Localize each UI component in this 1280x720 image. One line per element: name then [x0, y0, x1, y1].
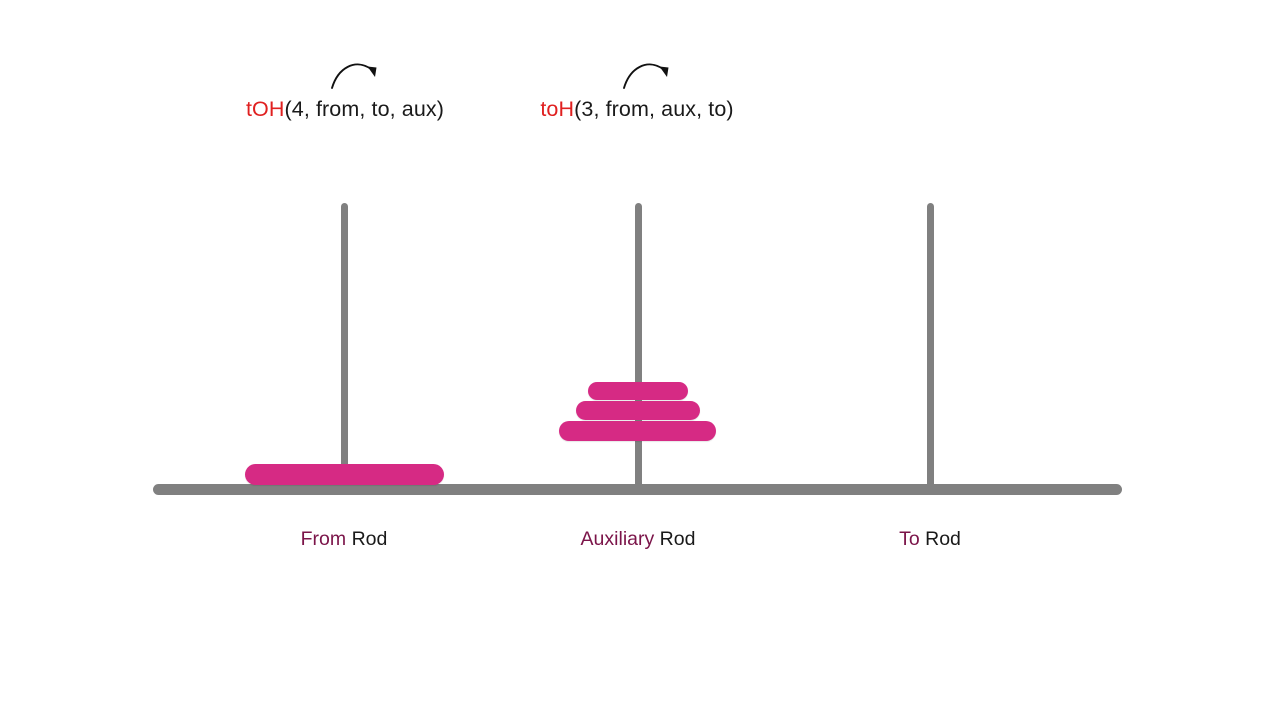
rod-auxiliary	[634, 203, 642, 491]
disk-4	[245, 464, 444, 485]
disk-1	[588, 382, 688, 400]
rod-caption-auxiliary: Auxiliary Rod	[581, 528, 696, 551]
rod-caption-suffix-to: Rod	[919, 528, 961, 550]
call-function-name-0: tOH	[245, 97, 285, 121]
rod-caption-suffix-auxiliary: Rod	[654, 528, 696, 550]
call-function-name-1: toH	[540, 97, 575, 121]
disk-2	[576, 401, 700, 420]
call-function-args-1: (3, from, aux, to)	[574, 97, 734, 121]
disk-3	[559, 421, 716, 441]
rod-caption-key-from: From	[300, 528, 347, 550]
rod-caption-key-to: To	[899, 528, 920, 550]
rod-caption-from: From Rod	[301, 528, 388, 551]
call-label-0: tOH(4, from, to, aux)	[246, 97, 444, 122]
call-function-args-0: (4, from, to, aux)	[284, 97, 445, 121]
rod-from	[340, 203, 348, 491]
rod-caption-to: To Rod	[899, 528, 961, 551]
curved-arrow-right-icon	[329, 55, 385, 96]
rod-caption-suffix-from: Rod	[346, 528, 388, 550]
call-label-1: toH(3, from, aux, to)	[540, 97, 733, 122]
rod-to	[926, 203, 934, 491]
rod-caption-key-auxiliary: Auxiliary	[580, 528, 655, 550]
base-bar	[153, 484, 1122, 495]
curved-arrow-right-icon	[621, 55, 677, 96]
